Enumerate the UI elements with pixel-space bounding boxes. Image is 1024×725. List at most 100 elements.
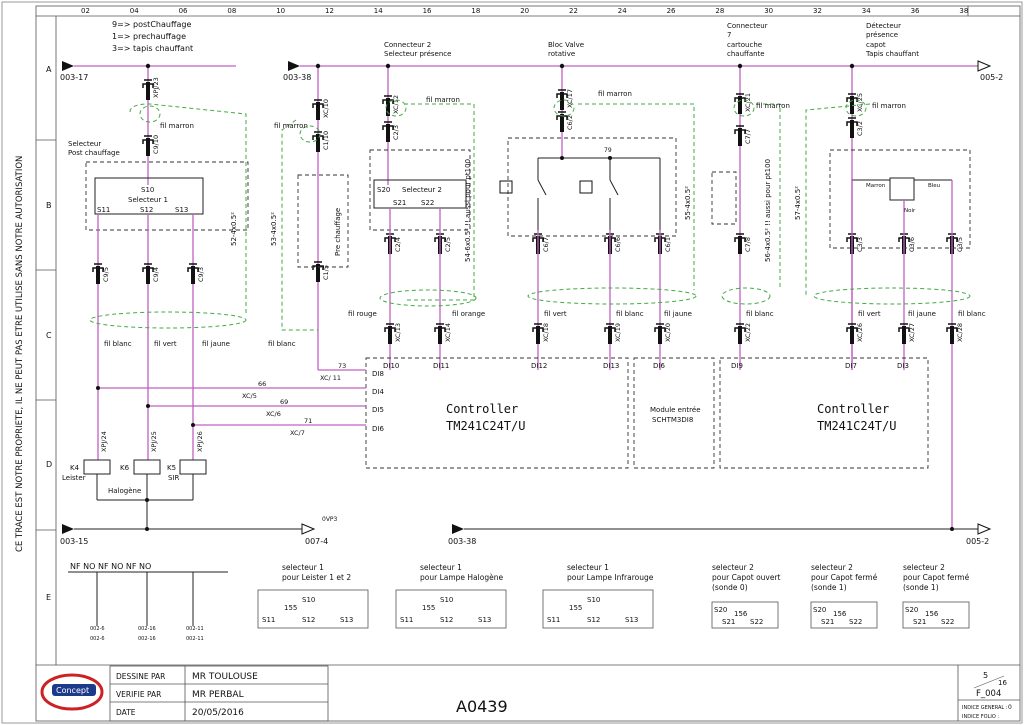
connector-xc-21: XC/21 (734, 93, 752, 114)
svg-text:INDICE FOLIO :: INDICE FOLIO : (962, 714, 999, 720)
column-label: 06 (179, 7, 188, 15)
dessine-value: MR TOULOUSE (192, 672, 258, 682)
header-tapis: Tapis chauffant (865, 50, 919, 58)
wire-label: fil marron (274, 122, 308, 130)
connector-xc-28: XC/28 (946, 323, 964, 344)
wire-label: fil jaune (908, 310, 936, 318)
column-label: 24 (618, 7, 627, 15)
ref-a-mid: 003-38 (283, 73, 311, 82)
di-label: DI3 (897, 362, 909, 370)
svg-text:XC/13: XC/13 (394, 323, 402, 342)
di-label: DI12 (531, 362, 547, 370)
column-label: 08 (227, 7, 236, 15)
svg-text:XPJ/25: XPJ/25 (150, 431, 158, 452)
ref-a-right: 005-2 (980, 73, 1003, 82)
svg-text:pour Lampe Infrarouge: pour Lampe Infrarouge (567, 573, 654, 582)
svg-text:155: 155 (569, 604, 582, 612)
relay-group: K4 K6 K5 Leister SIR Halogène XPJ/24 XPJ… (62, 431, 207, 531)
column-label: 38 (959, 7, 968, 15)
connector-xc-17: XC/17 (556, 89, 574, 110)
wire-label: fil marron (756, 102, 790, 110)
cartouche-frame (711, 171, 737, 225)
svg-text:XPJ/24: XPJ/24 (100, 431, 108, 452)
s11-label: S11 (97, 206, 110, 214)
s20-label: S20 (377, 186, 390, 194)
column-label: 20 (520, 7, 529, 15)
svg-text:C3/2: C3/2 (856, 121, 864, 136)
svg-text:C9/3: C9/3 (197, 267, 205, 282)
svg-text:pour Capot fermé: pour Capot fermé (811, 573, 878, 582)
selecteur1-frame (85, 161, 249, 231)
connector-xc-13: XC/13 (384, 323, 402, 344)
svg-text:XC/27: XC/27 (908, 323, 916, 342)
cable-53: 53-4x0.5² (270, 212, 278, 246)
column-label: 28 (715, 7, 724, 15)
column-label: 22 (569, 7, 578, 15)
column-label: 34 (862, 7, 871, 15)
svg-text:S13: S13 (478, 616, 491, 624)
svg-text:K6: K6 (120, 464, 130, 472)
valve-coil-icon (579, 180, 593, 194)
arrow-out-icon (977, 523, 992, 535)
xc-label: XC/5 (242, 392, 257, 400)
date-value: 20/05/2016 (192, 708, 244, 718)
detector-sensor-box (889, 177, 915, 201)
arrow-in-icon (62, 61, 74, 71)
svg-text:K4: K4 (70, 464, 80, 472)
svg-text:selecteur 1: selecteur 1 (420, 563, 462, 572)
cable-55: 55-4x0.5² (684, 186, 692, 220)
svg-text:S21: S21 (821, 618, 834, 626)
di-label: DI7 (845, 362, 857, 370)
wire-label: fil orange (452, 310, 485, 318)
connector-c2-4: C2/4 (384, 233, 402, 254)
cable-52: 52-4x0.5² (230, 212, 238, 246)
svg-text:S12: S12 (440, 616, 453, 624)
svg-text:C6/7: C6/7 (542, 237, 550, 252)
legend-line: 1=> prechauffage (112, 32, 186, 41)
controller-right-model: TM241C24T/U (817, 419, 896, 433)
svg-text:S10: S10 (587, 596, 600, 604)
wire-marron-label: Marron (866, 183, 886, 189)
svg-text:XC/21: XC/21 (744, 93, 752, 112)
header-detecteur: Détecteur (866, 22, 901, 30)
selecteur1-label: Selecteur 1 (128, 196, 168, 204)
svg-text:S22: S22 (849, 618, 862, 626)
svg-text:C9/10: C9/10 (152, 135, 160, 154)
detecteur-frame (829, 149, 971, 249)
svg-text:K5: K5 (167, 464, 176, 472)
pre-chauffage-label: Pre chauffage (334, 208, 342, 256)
ref-d-0v: 007-4 (305, 537, 328, 546)
arrow-out-icon (977, 60, 992, 72)
ownership-notice: CE TRACE EST NOTRE PROPRIETE, IL NE PEUT… (15, 156, 25, 552)
column-label: 04 (130, 7, 139, 15)
di-label: DI6 (653, 362, 665, 370)
connector-c3-3: C3/3 (846, 233, 864, 254)
doc-number: A0439 (456, 697, 508, 716)
row-label: C (46, 331, 52, 340)
controller-left-name: Controller (446, 402, 518, 416)
wire-label: fil vert (544, 310, 567, 318)
ref-a-left: 003-17 (60, 73, 88, 82)
xc-label: XC/6 (266, 410, 281, 418)
wire-noir-label: Noir (904, 208, 916, 214)
module-ref: SCHTM3DI8 (652, 416, 693, 424)
arrow-in-icon (62, 524, 74, 534)
svg-text:XC/20: XC/20 (664, 323, 672, 342)
selecteur2-label: Selecteur 2 (402, 186, 442, 194)
di-label: DI9 (731, 362, 743, 370)
di-label: DI13 (603, 362, 619, 370)
wire-label: fil vert (154, 340, 177, 348)
column-label: 10 (276, 7, 285, 15)
arrow-in-icon (452, 524, 464, 534)
svg-text:16: 16 (998, 679, 1007, 687)
relay-k4 (83, 459, 111, 475)
connector-xc-10: XC/10 (312, 99, 330, 120)
svg-text:C9/4: C9/4 (152, 267, 160, 282)
svg-text:S10: S10 (440, 596, 453, 604)
row-grid: A B C D E (36, 16, 57, 665)
